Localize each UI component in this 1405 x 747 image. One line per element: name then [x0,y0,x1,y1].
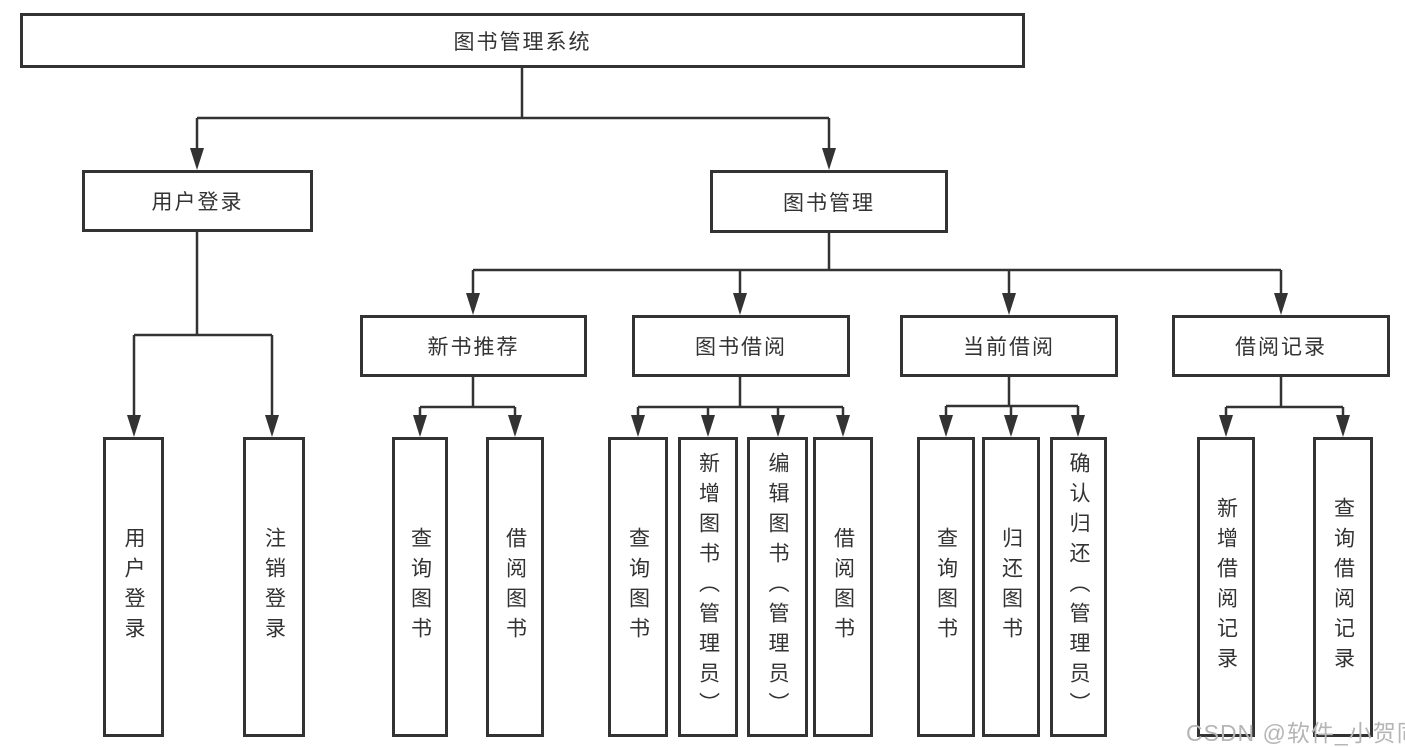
node-label: 用户登录 [151,191,244,214]
node-label: 新增图书（管理员） [696,452,720,722]
node-new-book-recommend: 新书推荐 [360,315,587,377]
arrow-down-icon [771,415,785,437]
leaf-add-borrow-record: 新增借阅记录 [1197,437,1255,737]
node-label: 归还图书 [999,527,1023,647]
arrow-down-icon [701,415,715,437]
arrow-down-icon [1336,415,1350,437]
node-current-borrowing: 当前借阅 [900,315,1118,377]
node-label: 查询图书 [626,527,650,647]
node-label: 图书管理系统 [453,30,592,54]
leaf-borrow-books-recommend: 借阅图书 [486,437,544,737]
arrow-down-icon [265,415,279,437]
node-system-root: 图书管理系统 [20,13,1025,68]
leaf-query-books-current: 查询图书 [917,437,975,737]
node-label: 借阅图书 [831,527,855,647]
leaf-query-books-borrowing: 查询图书 [608,437,668,737]
arrow-down-icon [1004,415,1018,437]
node-label: 当前借阅 [963,336,1055,359]
arrow-down-icon [1002,293,1016,315]
node-label: 新书推荐 [427,336,520,359]
node-label: 查询借阅记录 [1331,497,1355,677]
leaf-borrow-books: 借阅图书 [813,437,873,737]
leaf-confirm-return-admin: 确认归还（管理员） [1050,437,1107,737]
node-label: 借阅记录 [1235,336,1327,359]
leaf-edit-book-admin: 编辑图书（管理员） [747,437,808,737]
node-user-login: 用户登录 [82,170,313,232]
leaf-add-book-admin: 新增图书（管理员） [678,437,738,737]
node-book-borrowing: 图书借阅 [632,315,850,377]
arrow-down-icon [190,148,204,170]
node-label: 用户登录 [122,527,145,647]
arrow-down-icon [413,415,427,437]
arrow-down-icon [1219,415,1233,437]
csdn-watermark: CSDN @软件_小贺同学 [1186,720,1405,746]
node-label: 新增借阅记录 [1214,497,1238,677]
node-label: 编辑图书（管理员） [766,452,789,722]
arrow-down-icon [1274,293,1288,315]
node-label: 注销登录 [262,527,286,647]
leaf-query-borrow-record: 查询借阅记录 [1313,437,1373,737]
arrow-down-icon [1071,415,1085,437]
leaf-query-books-recommend: 查询图书 [392,437,448,737]
arrow-down-icon [508,415,522,437]
arrow-down-icon [822,148,836,170]
arrowheads [127,148,1350,437]
leaf-logout: 注销登录 [243,437,305,737]
arrow-down-icon [127,415,141,437]
connector-lines [132,68,1345,419]
node-book-management: 图书管理 [710,170,948,233]
arrow-down-icon [733,293,747,315]
arrow-down-icon [836,415,850,437]
arrow-down-icon [466,293,480,315]
node-label: 查询图书 [934,527,958,647]
node-label: 确认归还（管理员） [1067,452,1090,722]
leaf-return-books: 归还图书 [982,437,1040,737]
arrow-down-icon [631,415,645,437]
arrow-down-icon [939,415,953,437]
node-label: 查询图书 [408,527,432,647]
node-label: 图书借阅 [695,336,787,359]
leaf-user-login: 用户登录 [103,437,164,737]
node-borrowing-records: 借阅记录 [1172,315,1390,377]
node-label: 借阅图书 [503,527,527,647]
node-label: 图书管理 [783,191,875,215]
